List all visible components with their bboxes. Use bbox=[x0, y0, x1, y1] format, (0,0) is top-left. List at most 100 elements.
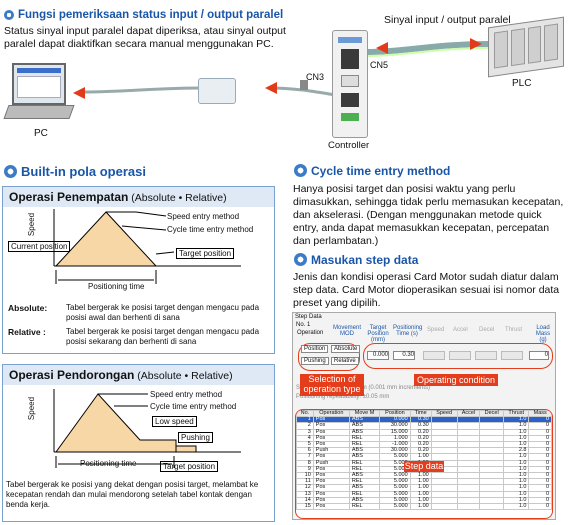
table-header: Speed bbox=[430, 410, 458, 418]
table-cell: 1.00 bbox=[409, 484, 432, 492]
table-header: Mass bbox=[528, 410, 552, 418]
table-cell bbox=[456, 428, 481, 436]
table-cell bbox=[456, 416, 481, 424]
table-cell: 5.000 bbox=[379, 484, 411, 492]
decel-field bbox=[475, 351, 497, 360]
table-cell: 1.0 bbox=[502, 478, 530, 486]
table-cell: 1.00 bbox=[409, 503, 432, 511]
speed-header: Speed bbox=[427, 327, 445, 333]
load-mass-field[interactable]: 0 bbox=[529, 351, 549, 360]
table-cell: Pos bbox=[312, 503, 350, 511]
table-header: Position bbox=[379, 410, 411, 418]
table-cell: 1.0 bbox=[502, 422, 530, 430]
speed-axis-label: Speed bbox=[27, 396, 37, 421]
op-condition-highlight bbox=[363, 343, 553, 369]
arrow-left-icon bbox=[265, 82, 277, 94]
usb-adapter-icon bbox=[198, 78, 236, 104]
table-cell: 0 bbox=[528, 416, 552, 424]
table-cell: 1.0 bbox=[502, 484, 530, 492]
table-cell: 0.000 bbox=[379, 416, 411, 424]
operation-label: Operation bbox=[297, 330, 324, 336]
relative-button[interactable]: Relative bbox=[331, 357, 359, 365]
table-cell: 30.000 bbox=[379, 422, 411, 430]
pushing-button[interactable]: Pushing bbox=[301, 357, 329, 365]
table-cell bbox=[456, 490, 481, 498]
gear-icon bbox=[4, 10, 14, 20]
step-title: Masukan step data bbox=[294, 253, 418, 267]
table-cell: 0 bbox=[528, 472, 552, 480]
table-cell: REL bbox=[348, 503, 381, 511]
table-cell bbox=[456, 465, 481, 474]
positioning-time-header: Positioning Time (s) bbox=[393, 325, 423, 337]
target-position-field[interactable]: 0.000 bbox=[367, 351, 389, 360]
table-cell: 1.00 bbox=[409, 478, 432, 486]
table-cell bbox=[430, 434, 458, 443]
table-cell: 0 bbox=[528, 503, 552, 511]
table-cell: 0 bbox=[528, 490, 552, 498]
op-type-highlight bbox=[298, 343, 360, 371]
table-cell bbox=[456, 440, 481, 449]
table-cell: 0 bbox=[528, 496, 552, 505]
target-position-label: Target position bbox=[176, 248, 235, 259]
positioning-time-field[interactable]: 0.30 bbox=[393, 351, 415, 360]
speed-entry-label: Speed entry method bbox=[150, 390, 223, 399]
pc-laptop-icon bbox=[3, 63, 75, 125]
table-cell bbox=[456, 472, 481, 480]
load-mass-header: Load Mass (g) bbox=[535, 325, 551, 343]
table-cell: 1.0 bbox=[502, 472, 530, 480]
table-cell: 5.000 bbox=[379, 453, 411, 461]
table-cell bbox=[430, 503, 458, 511]
table-cell bbox=[430, 496, 458, 505]
table-cell bbox=[430, 472, 458, 480]
positioning-heading: Operasi Penempatan (Absolute • Relative) bbox=[3, 187, 274, 207]
table-cell: 0.30 bbox=[409, 416, 432, 424]
table-cell: 15.000 bbox=[379, 428, 411, 436]
pushing-heading: Operasi Pendorongan (Absolute • Relative… bbox=[3, 365, 274, 385]
table-cell: 0 bbox=[528, 484, 552, 492]
thrust-header: Thrust bbox=[505, 327, 523, 333]
table-cell: 1.0 bbox=[502, 440, 530, 449]
step-desc: Jenis dan kondisi operasi Card Motor sud… bbox=[293, 271, 560, 309]
pushing-desc: Tabel bergerak ke posisi yang dekat deng… bbox=[6, 480, 259, 509]
target-position-label: Target position bbox=[160, 461, 219, 472]
table-cell: 0.20 bbox=[409, 428, 432, 436]
table-cell: 5.000 bbox=[379, 496, 411, 505]
positioning-time-label: Positioning time bbox=[88, 282, 145, 291]
table-cell: 0.20 bbox=[409, 447, 432, 455]
table-cell: 1.0 bbox=[502, 459, 530, 467]
no-value: 1 bbox=[307, 322, 311, 328]
plc-icon bbox=[488, 16, 564, 78]
position-button[interactable]: Position bbox=[301, 345, 329, 353]
cycle-entry-label: Cycle time entry method bbox=[167, 225, 254, 234]
pushing-label: Pushing bbox=[178, 432, 213, 443]
table-cell: 2.8 bbox=[502, 447, 530, 455]
table-cell bbox=[456, 453, 481, 461]
table-cell: 5.000 bbox=[379, 472, 411, 480]
pc-label: PC bbox=[34, 128, 48, 139]
table-header: Time bbox=[409, 410, 432, 418]
absolute-button[interactable]: Absolute bbox=[331, 345, 361, 353]
table-cell: 0 bbox=[528, 465, 552, 474]
target-position-header: Target Position (mm) bbox=[367, 325, 389, 343]
table-cell: 0 bbox=[528, 447, 552, 455]
table-cell: 1.000 bbox=[379, 434, 411, 443]
table-cell: 0 bbox=[528, 422, 552, 430]
table-cell: 1.00 bbox=[409, 496, 432, 505]
table-cell: 1.00 bbox=[409, 490, 432, 498]
table-cell: 0 bbox=[528, 459, 552, 467]
table-cell bbox=[430, 428, 458, 436]
controller-label: Controller bbox=[328, 140, 370, 151]
